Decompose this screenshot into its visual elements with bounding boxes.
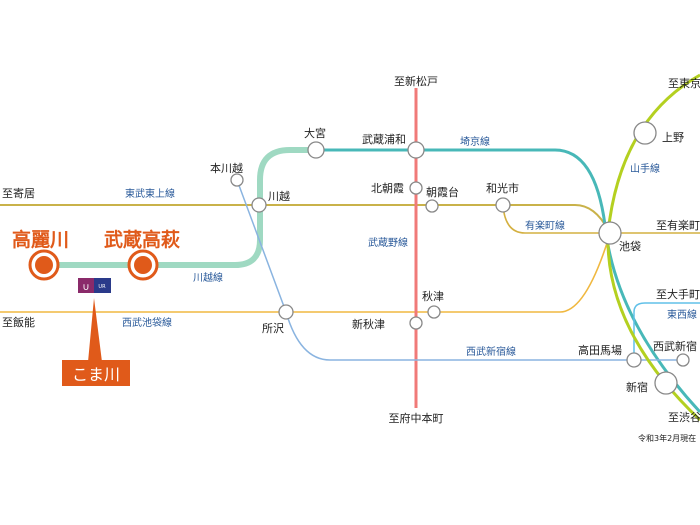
line-label-kawagoe: 川越線 <box>193 271 223 284</box>
station-koma-dot <box>35 256 53 274</box>
callout-box <box>62 360 130 386</box>
tozai-line <box>633 302 700 360</box>
line-label-seibu-shinjuku: 西武新宿線 <box>466 345 516 358</box>
direction-otemachi: 至大手町 <box>656 287 700 301</box>
station-tokorozawa[interactable] <box>278 304 294 320</box>
station-seibu-shinjuku[interactable] <box>676 353 690 367</box>
station-musashi-urawa[interactable] <box>407 141 425 159</box>
station-akitsu[interactable] <box>427 305 441 319</box>
label-musashi-urawa: 武蔵浦和 <box>362 133 406 146</box>
label-takadanobaba: 高田馬場 <box>578 343 622 357</box>
date-note: 令和3年2月現在 <box>638 433 696 443</box>
line-label-saikyo: 埼京線 <box>460 135 490 148</box>
svg-text:∪: ∪ <box>82 282 89 293</box>
label-omiya: 大宮 <box>304 126 326 140</box>
label-seibu-shinjuku: 西武新宿 <box>653 339 697 353</box>
callout-pointer <box>88 298 102 362</box>
ur-logo: ∪ UR <box>78 278 111 293</box>
line-label-tobu-tojo: 東武東上線 <box>125 187 175 200</box>
line-label-tozai: 東西線 <box>667 308 697 321</box>
seibu-shinjuku-line <box>236 179 683 361</box>
line-label-yurakucho: 有楽町線 <box>525 219 565 232</box>
direction-yurakucho: 至有楽町 <box>656 218 700 232</box>
label-tokorozawa: 所沢 <box>262 321 284 335</box>
station-takadanobaba[interactable] <box>626 352 642 368</box>
callout-label: こま川 <box>72 365 120 384</box>
line-label-musashino: 武蔵野線 <box>368 236 408 249</box>
station-omiya[interactable] <box>307 141 325 159</box>
station-ueno[interactable] <box>633 121 657 145</box>
label-akitsu: 秋津 <box>422 289 444 303</box>
label-shinjuku: 新宿 <box>626 380 648 394</box>
station-shinjuku[interactable] <box>654 371 678 395</box>
label-shin-akitsu: 新秋津 <box>352 317 385 331</box>
station-hon-kawagoe[interactable] <box>230 173 244 187</box>
label-kawagoe: 川越 <box>268 189 290 203</box>
line-label-seibu-ikebukuro: 西武池袋線 <box>122 316 172 329</box>
station-wakoshi[interactable] <box>495 197 511 213</box>
label-asakadai: 朝霞台 <box>426 185 459 199</box>
station-asakadai[interactable] <box>425 199 439 213</box>
label-hon-kawagoe: 本川越 <box>210 161 243 175</box>
label-kita-asaka: 北朝霞 <box>371 182 404 195</box>
station-ikebukuro[interactable] <box>598 221 622 245</box>
direction-hanno: 至飯能 <box>2 315 35 329</box>
direction-shibuya: 至渋谷 <box>668 411 700 424</box>
direction-shin-matsudo: 至新松戸 <box>394 74 438 88</box>
seibu-ikebukuro-line <box>0 239 609 313</box>
station-musashi-takahagi-dot <box>134 256 152 274</box>
direction-fuchu-hommachi: 至府中本町 <box>389 411 444 425</box>
label-ueno: 上野 <box>662 131 684 144</box>
svg-text:UR: UR <box>98 284 106 290</box>
tobu-tojo-line <box>0 204 609 231</box>
direction-yorii: 至寄居 <box>2 186 35 200</box>
station-kita-asaka[interactable] <box>409 181 423 195</box>
station-label-musashi-takahagi: 武蔵高萩 <box>104 228 180 251</box>
line-label-yamanote: 山手線 <box>630 162 660 175</box>
label-ikebukuro: 池袋 <box>619 239 641 253</box>
station-shin-akitsu[interactable] <box>409 316 423 330</box>
label-wakoshi: 和光市 <box>486 181 519 195</box>
station-label-koma: 高麗川 <box>12 228 69 251</box>
direction-tokyo: 至東京 <box>668 76 700 90</box>
station-kawagoe[interactable] <box>251 197 267 213</box>
